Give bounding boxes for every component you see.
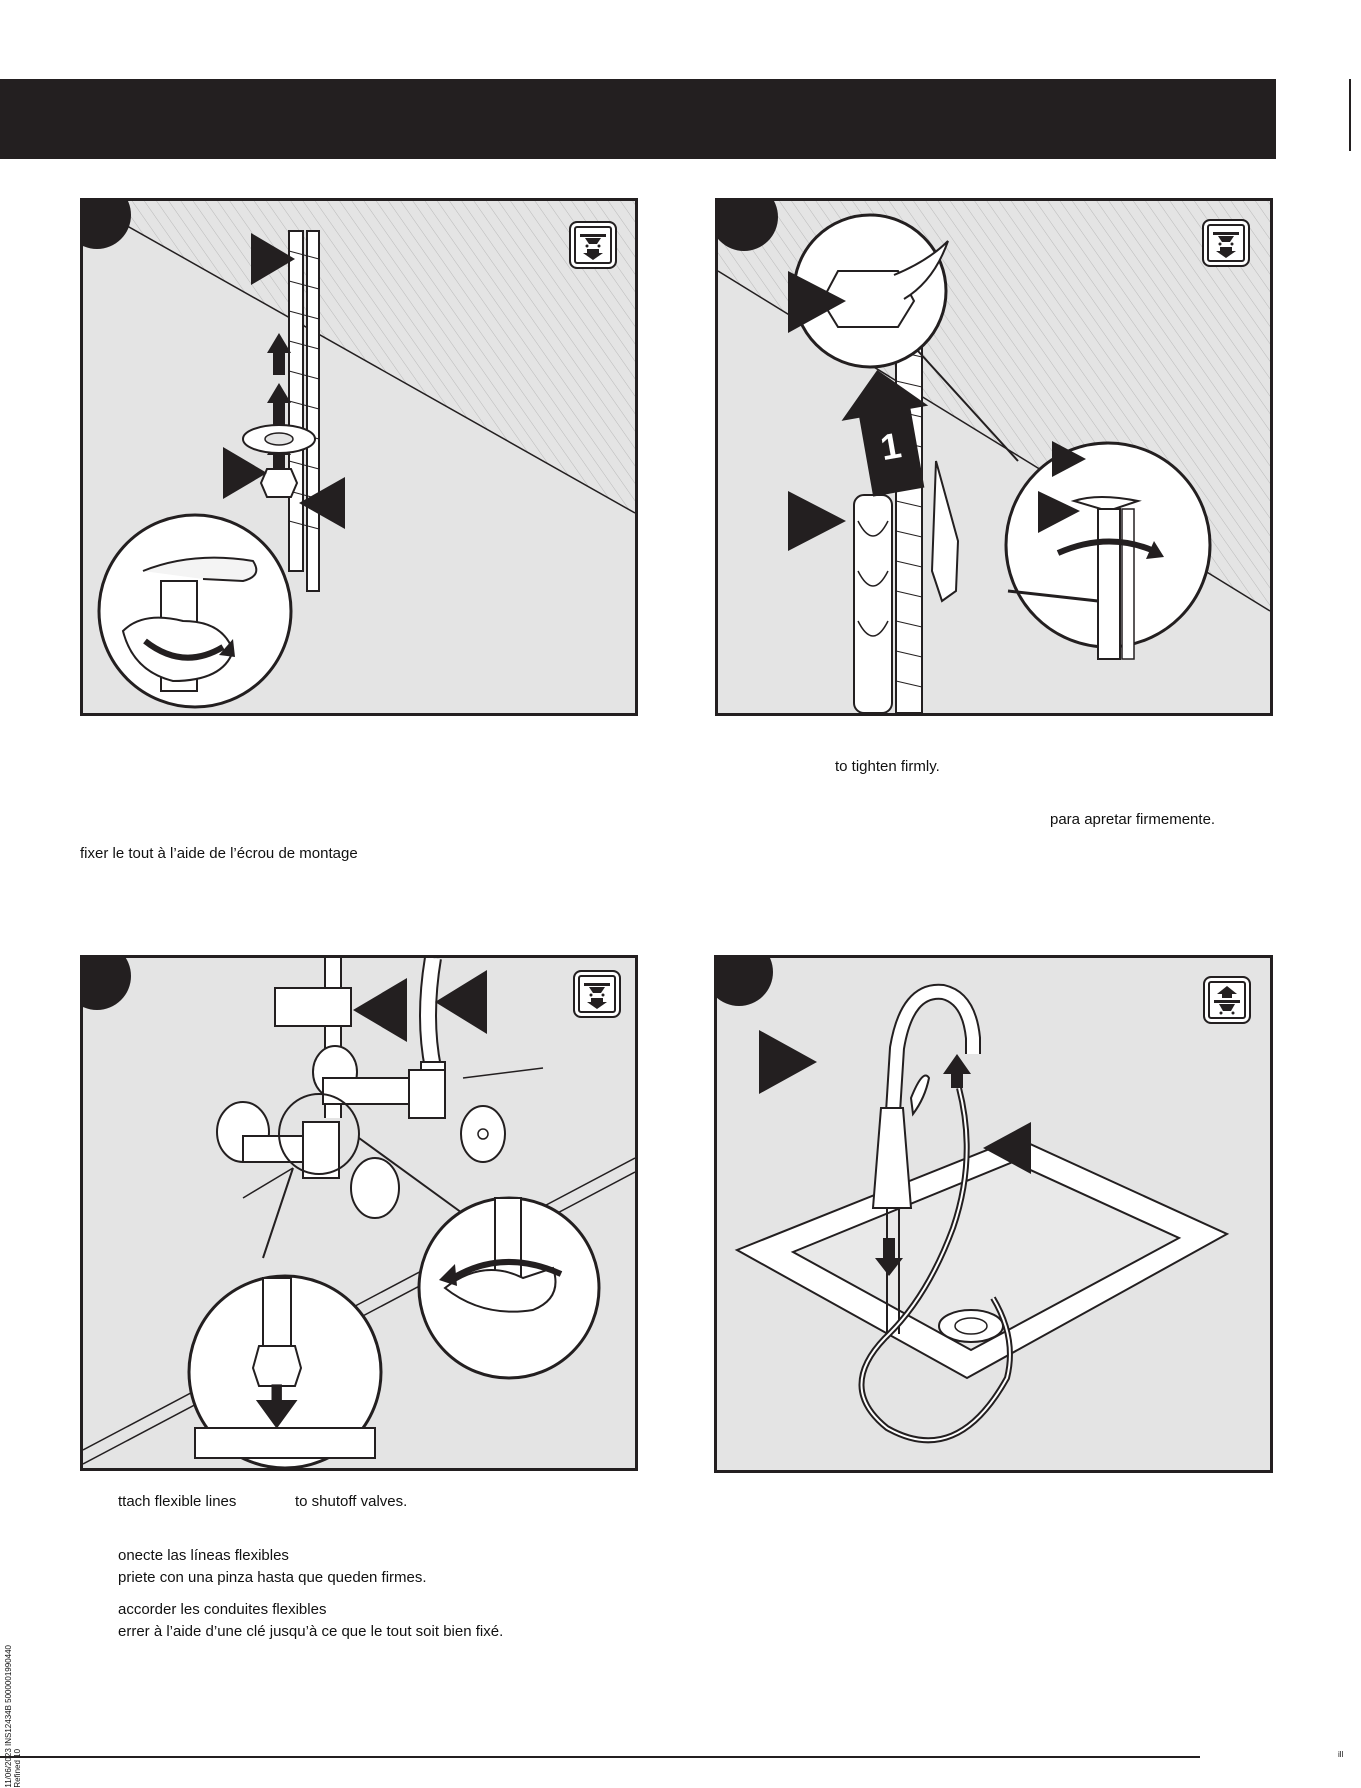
- caption-b-english: to tighten firmly.: [835, 758, 940, 775]
- caption-c-spanish-2: priete con una pinza hasta que queden fi…: [118, 1569, 427, 1586]
- caption-c-spanish-1: onecte las líneas flexibles: [118, 1547, 289, 1564]
- mounting-illustration: [83, 201, 635, 709]
- page-mark: ill: [1338, 1750, 1344, 1759]
- step-panel-b: 1: [715, 198, 1273, 716]
- document-code-line-2: Refined 10: [13, 1748, 22, 1788]
- edge-rule: [1349, 79, 1351, 151]
- document-code: 11/06/2023 INS12434B 5000001990440 Refin…: [4, 1645, 22, 1788]
- step-panel-d: [714, 955, 1273, 1473]
- caption-c-english-1: ttach flexible lines: [118, 1493, 237, 1510]
- below-counter-icon: [573, 970, 621, 1018]
- caption-b-spanish: para apretar firmemente.: [1050, 811, 1216, 828]
- faucet-sink-illustration: [734, 983, 1230, 1444]
- caption-a-french: fixer le tout à l’aide de l’écrou de mon…: [80, 845, 358, 862]
- below-counter-icon: [1202, 219, 1250, 267]
- faucet-mounting-illustration: 1: [718, 201, 1270, 713]
- above-counter-icon: [1203, 976, 1251, 1024]
- footer-rule: [0, 1756, 1200, 1758]
- caption-c-french-1: accorder les conduites flexibles: [118, 1601, 327, 1618]
- document-code-line-1: 11/06/2023 INS12434B 5000001990440: [4, 1645, 13, 1788]
- caption-c-french-2: errer à l’aide d’une clé jusqu’à ce que …: [118, 1623, 504, 1640]
- below-counter-icon: [569, 221, 617, 269]
- step-panel-a: [80, 198, 638, 716]
- step-panel-c: [80, 955, 638, 1471]
- shutoff-valve-illustration: [83, 958, 635, 1468]
- caption-c-english-2: to shutoff valves.: [295, 1493, 408, 1510]
- header-bar: [0, 79, 1276, 159]
